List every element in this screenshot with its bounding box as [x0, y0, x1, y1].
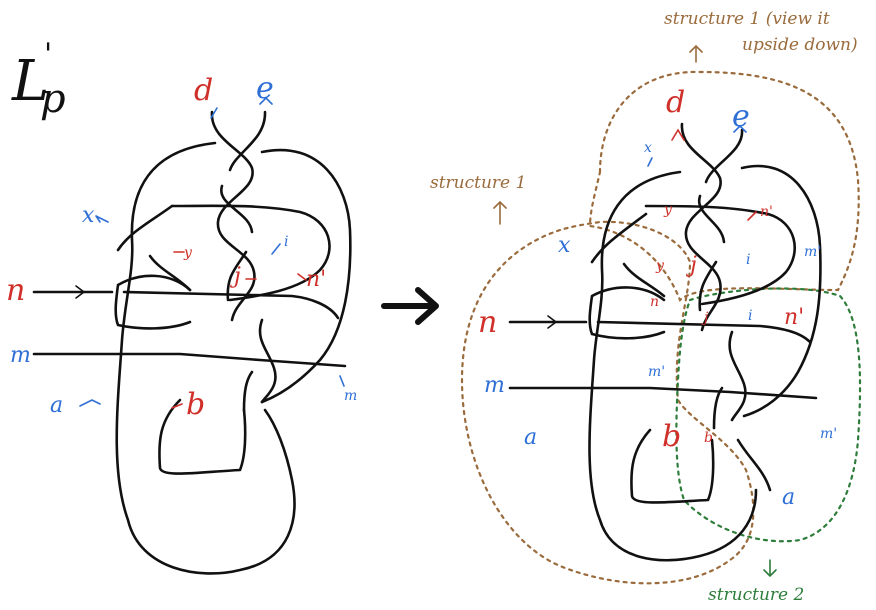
- left-label-a: a: [50, 393, 63, 418]
- right-x-strand: [590, 212, 666, 298]
- right-label-y: y: [655, 258, 665, 274]
- right-label-x: x: [558, 233, 571, 258]
- right-label-i-small: i: [748, 308, 752, 324]
- right-label-a-right: a: [782, 485, 795, 510]
- left-lower-loop: [158, 398, 247, 475]
- right-braid-a: [680, 122, 722, 332]
- right-twist-bottom: [712, 330, 772, 492]
- left-label-y: y: [183, 245, 193, 261]
- right-label-j-small: j: [701, 310, 709, 326]
- right-label-j: j: [685, 253, 697, 278]
- right-arrow-icon: [381, 287, 439, 325]
- annotation-structure1-left: structure 1: [430, 173, 526, 193]
- annotation-structure2: structure 2: [708, 585, 804, 605]
- left-strands: [32, 110, 352, 575]
- up-arrow-icon-left: [493, 200, 507, 225]
- annotation-structure1-top: structure 1 (view it: [664, 9, 830, 29]
- structure1-region-top: [588, 70, 860, 302]
- annotation-structure1-top-line2: upside down): [742, 35, 858, 55]
- left-label-m: m: [10, 343, 31, 368]
- right-diagram: d e x y n' m' x y j i n j i n' n m m' m'…: [430, 9, 862, 605]
- right-label-i: i: [746, 252, 750, 268]
- right-label-n-prime: n': [784, 305, 804, 330]
- right-label-e: e: [732, 99, 750, 134]
- left-right-loop: [260, 148, 352, 404]
- left-arrow-e: [259, 96, 273, 105]
- left-labels: d e x y i j n' n m m a b: [6, 71, 357, 422]
- left-title-sub: p: [40, 76, 66, 122]
- right-label-m-prime-right: m': [804, 244, 821, 260]
- right-label-n: n: [478, 305, 497, 340]
- right-arrow-n-line: [547, 315, 558, 329]
- right-label-n-small: n: [650, 294, 659, 310]
- right-lower-loop: [630, 428, 715, 504]
- left-arrow-n-prime: [297, 273, 307, 281]
- right-label-m-prime: m': [648, 364, 665, 380]
- left-arrow-i: [271, 243, 281, 255]
- right-arrow-n-prime-top: [747, 211, 757, 221]
- left-label-b: b: [186, 387, 205, 422]
- left-label-i: i: [284, 234, 288, 250]
- left-diagram: L ' p d e x y i j: [6, 37, 357, 575]
- right-strands: [508, 122, 822, 562]
- right-square-box: [588, 286, 666, 340]
- left-label-n-prime: n': [306, 267, 326, 292]
- left-label-n: n: [6, 273, 25, 308]
- right-annotations: structure 1 (view it upside down) struct…: [430, 9, 858, 605]
- right-arrow-e: [733, 124, 747, 133]
- right-label-y-top: y: [663, 202, 673, 218]
- down-arrow-icon: [763, 559, 777, 578]
- left-label-d: d: [194, 73, 213, 108]
- right-label-b: b: [662, 419, 681, 454]
- right-label-b-small: b: [704, 430, 713, 446]
- left-arrow-x: [95, 215, 109, 223]
- left-arrow-a: [79, 399, 101, 407]
- right-label-m: m: [484, 373, 505, 398]
- left-m-line: [32, 352, 347, 368]
- left-arrow-n-line: [75, 285, 86, 299]
- right-label-x-top: x: [644, 140, 652, 156]
- right-arrow-d: [671, 128, 685, 141]
- right-arrow-x-top: [647, 157, 653, 167]
- right-braid-b: [697, 128, 744, 312]
- left-arrow-b: [171, 403, 183, 409]
- right-outer-loop: [588, 170, 758, 562]
- left-twist-bottom: [242, 318, 277, 412]
- left-n-line: [32, 290, 340, 320]
- right-labels: d e x y n' m' x y j i n j i n' n m m' m'…: [478, 85, 837, 510]
- right-label-m-prime-bottom: m': [820, 426, 837, 442]
- left-braid-a: [210, 110, 256, 322]
- left-outer-loop: [115, 141, 296, 575]
- right-n-line: [508, 320, 812, 344]
- up-arrow-icon: [689, 44, 703, 63]
- left-arrow-m: [339, 375, 345, 387]
- right-m-line: [508, 386, 818, 400]
- left-inner-box: [170, 204, 331, 302]
- right-inner-box: [644, 204, 796, 306]
- left-square-box: [114, 274, 192, 330]
- right-label-a: a: [524, 425, 537, 450]
- structure1-region-left: [460, 220, 755, 585]
- right-label-d: d: [666, 85, 685, 120]
- left-arrow-d: [210, 107, 218, 119]
- left-label-e: e: [256, 71, 274, 106]
- left-title-prime: ': [44, 37, 52, 72]
- left-label-x: x: [82, 203, 95, 228]
- left-label-m-arrow: m: [344, 388, 357, 404]
- left-title-main: L: [11, 49, 49, 114]
- right-label-n-prime-top: n': [760, 204, 773, 220]
